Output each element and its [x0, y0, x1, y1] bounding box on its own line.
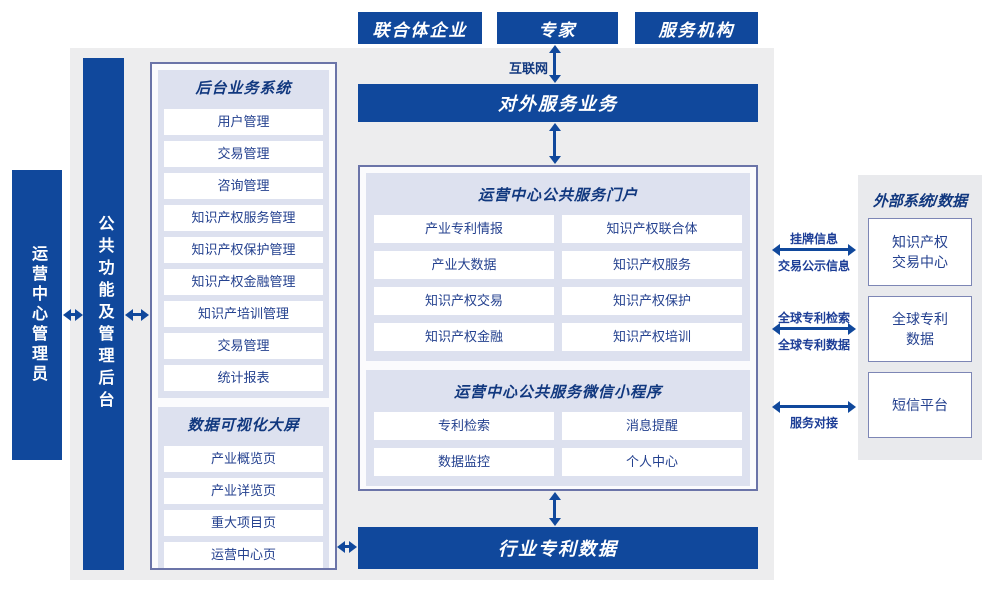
arrow-backend-panel-icon — [125, 308, 149, 321]
link-label-global-patent-search: 全球专利检索 — [777, 311, 850, 325]
link-label-service-docking: 服务对接 — [789, 416, 838, 430]
external-service-bar: 对外服务业务 — [358, 84, 758, 122]
industry-patent-data-bar: 行业专利数据 — [358, 527, 758, 569]
actor-expert-label: 专家 — [538, 20, 577, 40]
portal-item: 知识产权联合体 — [562, 215, 742, 243]
backend-item: 知识产权服务管理 — [164, 205, 323, 231]
backend-item: 知识产权保护管理 — [164, 237, 323, 263]
external-box-ip-trade-center: 知识产权 交易中心 — [868, 218, 972, 286]
arrow-trade-center-icon — [772, 243, 856, 256]
external-box-global-patent-data: 全球专利 数据 — [868, 296, 972, 362]
left-panel: 后台业务系统 用户管理 交易管理 咨询管理 知识产权服务管理 知识产权保护管理 … — [150, 62, 337, 570]
arrow-operator-backend-icon — [63, 308, 83, 321]
backend-item: 咨询管理 — [164, 173, 323, 199]
arrow-global-patent-icon — [772, 322, 856, 335]
backend-item: 用户管理 — [164, 109, 323, 135]
portal-item: 知识产权交易 — [374, 287, 554, 315]
mini-item: 专利检索 — [374, 412, 554, 440]
backend-item: 知识产权金融管理 — [164, 269, 323, 295]
admin-backend-bar: 公共功能及管理后台 — [83, 58, 124, 570]
link-label-listing-info: 挂牌信息 — [789, 232, 838, 246]
portal-title: 运营中心公共服务门户 — [477, 187, 638, 204]
portal-item: 产业大数据 — [374, 251, 554, 279]
screen-item: 运营中心页 — [164, 542, 323, 568]
portal-item: 知识产权保护 — [562, 287, 742, 315]
arrow-sms-platform-icon — [772, 400, 856, 413]
arrow-screen-industry-icon — [337, 540, 357, 553]
backend-item: 知识产培训管理 — [164, 301, 323, 327]
external-box-sms-platform: 短信平台 — [868, 372, 972, 438]
admin-backend-bar-label: 公共功能及管理后台 — [95, 215, 113, 413]
arrow-internet-icon — [548, 45, 561, 83]
internet-label: 互联网 — [508, 61, 548, 76]
mini-item: 个人中心 — [562, 448, 742, 476]
screen-item: 产业详览页 — [164, 478, 323, 504]
arrow-service-portal-icon — [548, 123, 561, 164]
link-label-global-patent-data: 全球专利数据 — [777, 338, 850, 352]
actor-service-organization-label: 服务机构 — [658, 20, 735, 40]
backend-item: 交易管理 — [164, 333, 323, 359]
portal-item: 知识产权金融 — [374, 323, 554, 351]
actor-expert: 专家 — [497, 12, 618, 44]
actor-consortium-enterprise: 联合体企业 — [358, 12, 482, 44]
screen-item: 重大项目页 — [164, 510, 323, 536]
operator-bar-label: 运营中心管理员 — [29, 245, 46, 385]
external-systems-title: 外部系统/数据 — [872, 193, 968, 210]
backend-item: 统计报表 — [164, 365, 323, 391]
external-service-bar-label: 对外服务业务 — [498, 94, 618, 114]
mini-program-grid: 专利检索 消息提醒 数据监控 个人中心 — [374, 412, 742, 476]
portal-grid: 产业专利情报 知识产权联合体 产业大数据 知识产权服务 知识产权交易 知识产权保… — [374, 215, 742, 351]
mini-program-panel: 运营中心公共服务微信小程序 专利检索 消息提醒 数据监控 个人中心 — [366, 370, 750, 486]
actor-service-organization: 服务机构 — [635, 12, 758, 44]
mini-item: 消息提醒 — [562, 412, 742, 440]
data-screen-panel: 数据可视化大屏 产业概览页 产业详览页 重大项目页 运营中心页 — [158, 407, 329, 568]
screen-item: 产业概览页 — [164, 446, 323, 472]
center-panel: 运营中心公共服务门户 产业专利情报 知识产权联合体 产业大数据 知识产权服务 知… — [358, 165, 758, 491]
portal-panel: 运营中心公共服务门户 产业专利情报 知识产权联合体 产业大数据 知识产权服务 知… — [366, 173, 750, 361]
portal-item: 知识产权培训 — [562, 323, 742, 351]
arrow-portal-industry-icon — [548, 492, 561, 526]
mini-program-title: 运营中心公共服务微信小程序 — [453, 384, 662, 401]
backend-system-panel: 后台业务系统 用户管理 交易管理 咨询管理 知识产权服务管理 知识产权保护管理 … — [158, 70, 329, 398]
data-screen-title: 数据可视化大屏 — [187, 417, 300, 434]
backend-item: 交易管理 — [164, 141, 323, 167]
operator-bar: 运营中心管理员 — [12, 170, 62, 460]
portal-item: 知识产权服务 — [562, 251, 742, 279]
backend-system-title: 后台业务系统 — [195, 80, 292, 97]
portal-item: 产业专利情报 — [374, 215, 554, 243]
link-label-trade-publicity: 交易公示信息 — [777, 259, 850, 273]
industry-patent-data-bar-label: 行业专利数据 — [498, 539, 618, 559]
mini-item: 数据监控 — [374, 448, 554, 476]
actor-consortium-enterprise-label: 联合体企业 — [372, 20, 468, 40]
